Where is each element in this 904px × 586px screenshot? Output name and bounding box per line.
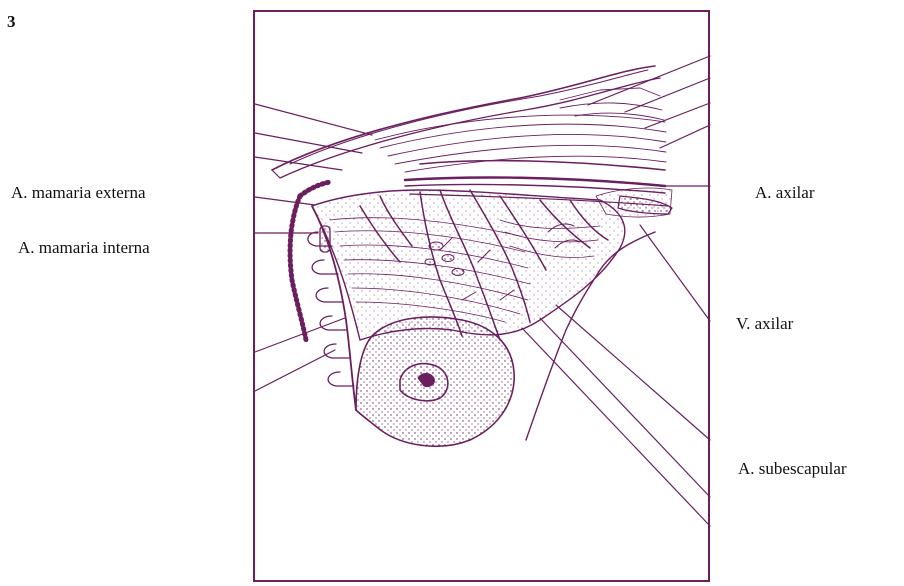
upper-muscle-fibres <box>375 88 666 172</box>
internal-thoracic-chain <box>290 196 306 340</box>
